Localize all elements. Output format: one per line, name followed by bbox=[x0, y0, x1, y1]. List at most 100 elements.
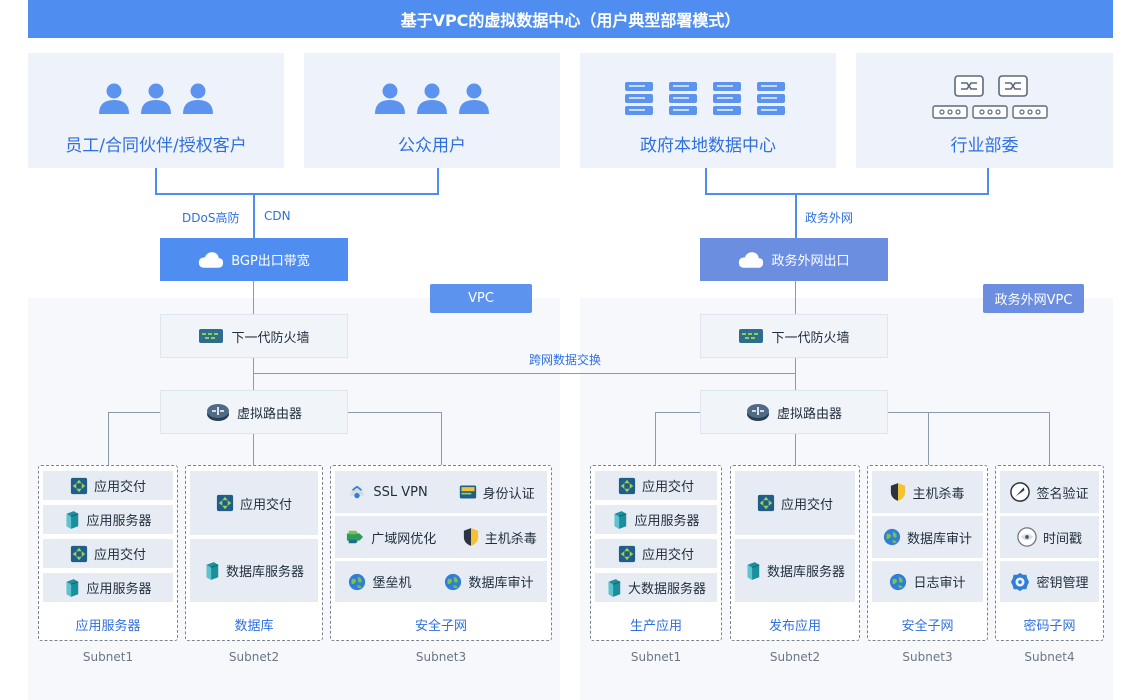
node-label: 虚拟路由器 bbox=[776, 406, 842, 422]
item-label: 应用交付 bbox=[641, 548, 694, 563]
card-ministries: 行业部委 bbox=[856, 53, 1113, 168]
connector bbox=[705, 193, 989, 195]
connector bbox=[348, 412, 442, 413]
list-item: 应用交付 bbox=[190, 471, 318, 535]
subnet-label: Subnet1 bbox=[82, 650, 134, 664]
list-item: 应用服务器 bbox=[43, 573, 173, 602]
connector bbox=[108, 412, 160, 413]
item-label: 应用交付 bbox=[641, 480, 694, 495]
user-group-icon bbox=[99, 83, 213, 114]
load-balancer-icon bbox=[70, 477, 88, 494]
list-item: 主机杀毒 bbox=[872, 471, 983, 513]
globe-icon bbox=[349, 573, 366, 590]
cross-exchange-line bbox=[253, 373, 796, 374]
vpc-tag: VPC bbox=[430, 284, 532, 313]
connector bbox=[655, 412, 656, 465]
globe-icon bbox=[445, 573, 462, 590]
group-database: 应用交付 数据库服务器 数据库 bbox=[185, 465, 323, 641]
router-icon bbox=[746, 403, 770, 422]
connector bbox=[253, 281, 254, 314]
card-label: 政府本地数据中心 bbox=[640, 136, 776, 156]
user-group-icon bbox=[375, 83, 489, 114]
list-item: 应用服务器 bbox=[43, 505, 173, 534]
list-item: 数据库服务器 bbox=[190, 539, 318, 602]
group-name: 应用服务器 bbox=[75, 619, 141, 634]
gov-exit: 政务外网出口 bbox=[700, 238, 888, 281]
server-icon bbox=[747, 561, 760, 580]
connector bbox=[253, 193, 255, 238]
item-label: 身份认证 bbox=[482, 486, 535, 502]
server-icon bbox=[66, 510, 80, 529]
load-balancer-icon bbox=[216, 494, 234, 512]
globe-icon bbox=[890, 573, 907, 590]
item-label: 数据库审计 bbox=[468, 576, 534, 591]
list-item: 广域网优化 主机杀毒 bbox=[335, 516, 547, 558]
item-cell: 堡垒机 bbox=[348, 572, 412, 591]
connector bbox=[987, 168, 989, 195]
shield-icon bbox=[463, 528, 478, 546]
subnet-label: Subnet1 bbox=[630, 650, 682, 664]
list-item: 应用服务器 bbox=[595, 505, 717, 534]
id-card-icon bbox=[459, 485, 476, 499]
diagram-title: 基于VPC的虚拟数据中心（用户典型部署模式） bbox=[28, 0, 1113, 38]
connector bbox=[437, 168, 439, 195]
connector bbox=[1049, 412, 1050, 465]
subnet-label: Subnet3 bbox=[902, 650, 953, 664]
cloud-icon bbox=[199, 251, 224, 268]
exit-label: BGP出口带宽 bbox=[231, 254, 310, 269]
subnet-label: Subnet3 bbox=[415, 650, 467, 664]
item-label: 主机杀毒 bbox=[484, 531, 537, 547]
list-item: 应用交付 bbox=[43, 471, 173, 500]
item-label: 堡垒机 bbox=[372, 576, 412, 591]
item-cell: 数据库审计 bbox=[444, 572, 534, 591]
connector bbox=[155, 168, 157, 195]
firewall-right: 下一代防火墙 bbox=[700, 314, 888, 358]
load-balancer-icon bbox=[757, 494, 775, 512]
group-name: 生产应用 bbox=[629, 619, 682, 634]
item-label: 广域网优化 bbox=[371, 531, 437, 547]
node-label: 虚拟路由器 bbox=[236, 406, 302, 422]
connector bbox=[253, 434, 254, 465]
card-label: 行业部委 bbox=[950, 136, 1019, 156]
subnet-label: Subnet2 bbox=[228, 650, 280, 664]
item-label: 数据库服务器 bbox=[225, 565, 304, 580]
item-cell: 身份认证 bbox=[459, 483, 535, 502]
cross-exchange-label: 跨网数据交换 bbox=[529, 353, 602, 367]
exit-label: 政务外网出口 bbox=[771, 254, 850, 269]
item-label: 时间戳 bbox=[1042, 531, 1082, 547]
item-label: 应用服务器 bbox=[634, 514, 700, 529]
item-label: 签名验证 bbox=[1036, 486, 1089, 502]
router-right: 虚拟路由器 bbox=[700, 390, 888, 434]
timestamp-icon bbox=[1017, 527, 1037, 547]
item-label: 密钥管理 bbox=[1036, 576, 1089, 591]
group-name: 数据库 bbox=[234, 619, 274, 634]
connector bbox=[108, 412, 109, 465]
cloud-icon bbox=[739, 251, 764, 268]
group-name: 发布应用 bbox=[768, 619, 821, 634]
card-gov-datacenter: 政府本地数据中心 bbox=[580, 53, 836, 168]
firewall-left: 下一代防火墙 bbox=[160, 314, 348, 358]
item-label: 数据库服务器 bbox=[766, 565, 845, 580]
list-item: 堡垒机 数据库审计 bbox=[335, 561, 547, 602]
group-app-servers: 应用交付 应用服务器 应用交付 应用服务器 应用服务器 bbox=[38, 465, 178, 641]
node-label: 下一代防火墙 bbox=[771, 330, 850, 346]
card-label: 员工/合同伙伴/授权客户 bbox=[65, 136, 247, 156]
item-label: 应用交付 bbox=[780, 497, 833, 513]
group-name: 安全子网 bbox=[901, 619, 954, 634]
subnet-label: Subnet2 bbox=[769, 650, 821, 664]
item-label: SSL VPN bbox=[373, 484, 428, 500]
item-label: 应用服务器 bbox=[86, 582, 152, 597]
list-item: 应用交付 bbox=[595, 539, 717, 568]
group-crypto: 签名验证 时间戳 密钥管理 密码子网 bbox=[995, 465, 1104, 641]
load-balancer-icon bbox=[618, 545, 636, 562]
wan-optimizer-icon bbox=[347, 530, 364, 544]
list-item: SSL VPN 身份认证 bbox=[335, 471, 547, 513]
server-icon bbox=[608, 578, 621, 597]
card-label: 公众用户 bbox=[398, 136, 466, 156]
item-label: 应用交付 bbox=[93, 548, 146, 563]
group-name: 安全子网 bbox=[414, 619, 467, 634]
item-label: 日志审计 bbox=[913, 576, 966, 591]
item-label: 主机杀毒 bbox=[912, 486, 965, 502]
server-icon bbox=[614, 510, 628, 529]
connector bbox=[441, 412, 442, 465]
